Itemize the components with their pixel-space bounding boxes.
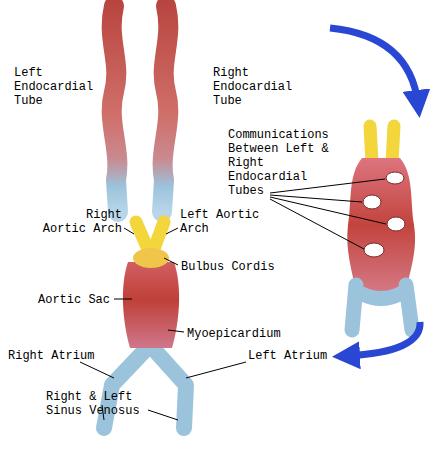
- part-label: Aortic Sac: [38, 293, 114, 307]
- part-label: Myoepicardium: [187, 327, 297, 341]
- part-label: Right Endocardial Tube: [213, 66, 298, 108]
- part-label: Right Atrium: [8, 349, 108, 363]
- part-label: Left Aortic Arch: [180, 208, 262, 236]
- part-label: Communications Between Left & Right Endo…: [228, 128, 332, 198]
- part-label: Bulbus Cordis: [181, 260, 291, 274]
- part-label: Left Endocardial Tube: [14, 66, 99, 108]
- part-label: Right & Left Sinus Venosus: [46, 390, 146, 418]
- part-label: Right Aortic Arch: [40, 208, 122, 236]
- part-label: Left Atrium: [248, 349, 338, 363]
